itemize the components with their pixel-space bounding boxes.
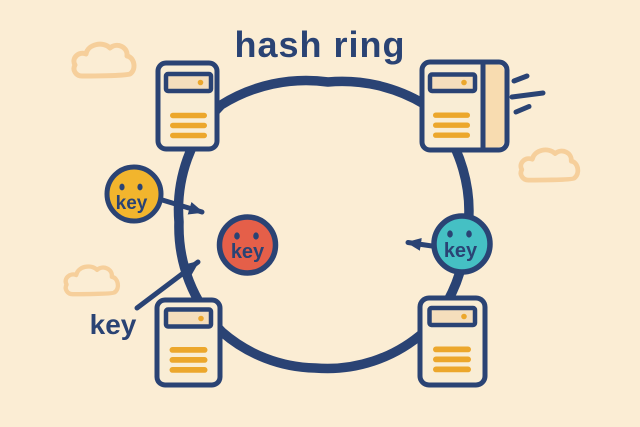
- face-eye-left: [234, 232, 240, 240]
- server-vent-bar: [169, 347, 208, 353]
- server-slot: [427, 72, 478, 94]
- arrow-annotation-to-red-key: [134, 259, 201, 311]
- page-title: hash ring: [234, 24, 405, 65]
- server-vent-bar: [169, 357, 208, 363]
- face-eye-left: [447, 230, 453, 238]
- server-vent-bar: [169, 367, 208, 373]
- key-circle: [431, 213, 493, 275]
- key-label: key: [116, 193, 148, 214]
- server-slot: [427, 305, 478, 328]
- server-vent-bar: [433, 132, 470, 138]
- server-vent-bar: [433, 346, 471, 353]
- server-vent-bar: [433, 356, 471, 363]
- server-indicator-dot: [461, 79, 467, 86]
- key-circle: [216, 214, 279, 276]
- server-vent-bar: [170, 122, 207, 129]
- face-eye-right: [253, 232, 259, 240]
- key-node-red: key: [216, 214, 279, 276]
- arrow-teal-key-to-ring: [405, 237, 435, 251]
- key-node-yellow: key: [104, 164, 164, 224]
- server-icon-top-left: [155, 60, 220, 152]
- key-annotation-label: key: [90, 309, 137, 340]
- server-icon-top-right: [419, 59, 546, 153]
- server-indicator-dot: [197, 79, 204, 86]
- server-side-panel: [483, 64, 505, 148]
- server-vent-bar: [433, 122, 470, 128]
- key-circle: [104, 164, 164, 224]
- server-vent-bar: [433, 366, 471, 373]
- server-vent-bar: [170, 112, 207, 119]
- key-label: key: [444, 240, 478, 262]
- server-outline: [419, 59, 510, 153]
- server-vent-bar: [170, 132, 207, 139]
- arrow-yellow-key-to-ring: [156, 196, 205, 215]
- server-slot: [163, 71, 214, 94]
- server-indicator-dot: [461, 313, 467, 320]
- server-icon-bottom-right: [417, 295, 488, 388]
- server-vent-bar: [433, 112, 470, 118]
- key-label: key: [231, 241, 265, 263]
- key-node-teal: key: [431, 213, 493, 275]
- speed-lines-icon: [509, 73, 546, 115]
- face-eye-right: [137, 183, 143, 191]
- face-eye-right: [466, 230, 472, 238]
- server-indicator-dot: [198, 315, 204, 322]
- face-eye-left: [119, 183, 125, 191]
- server-slot: [163, 307, 214, 329]
- server-icon-bottom-left: [154, 297, 223, 388]
